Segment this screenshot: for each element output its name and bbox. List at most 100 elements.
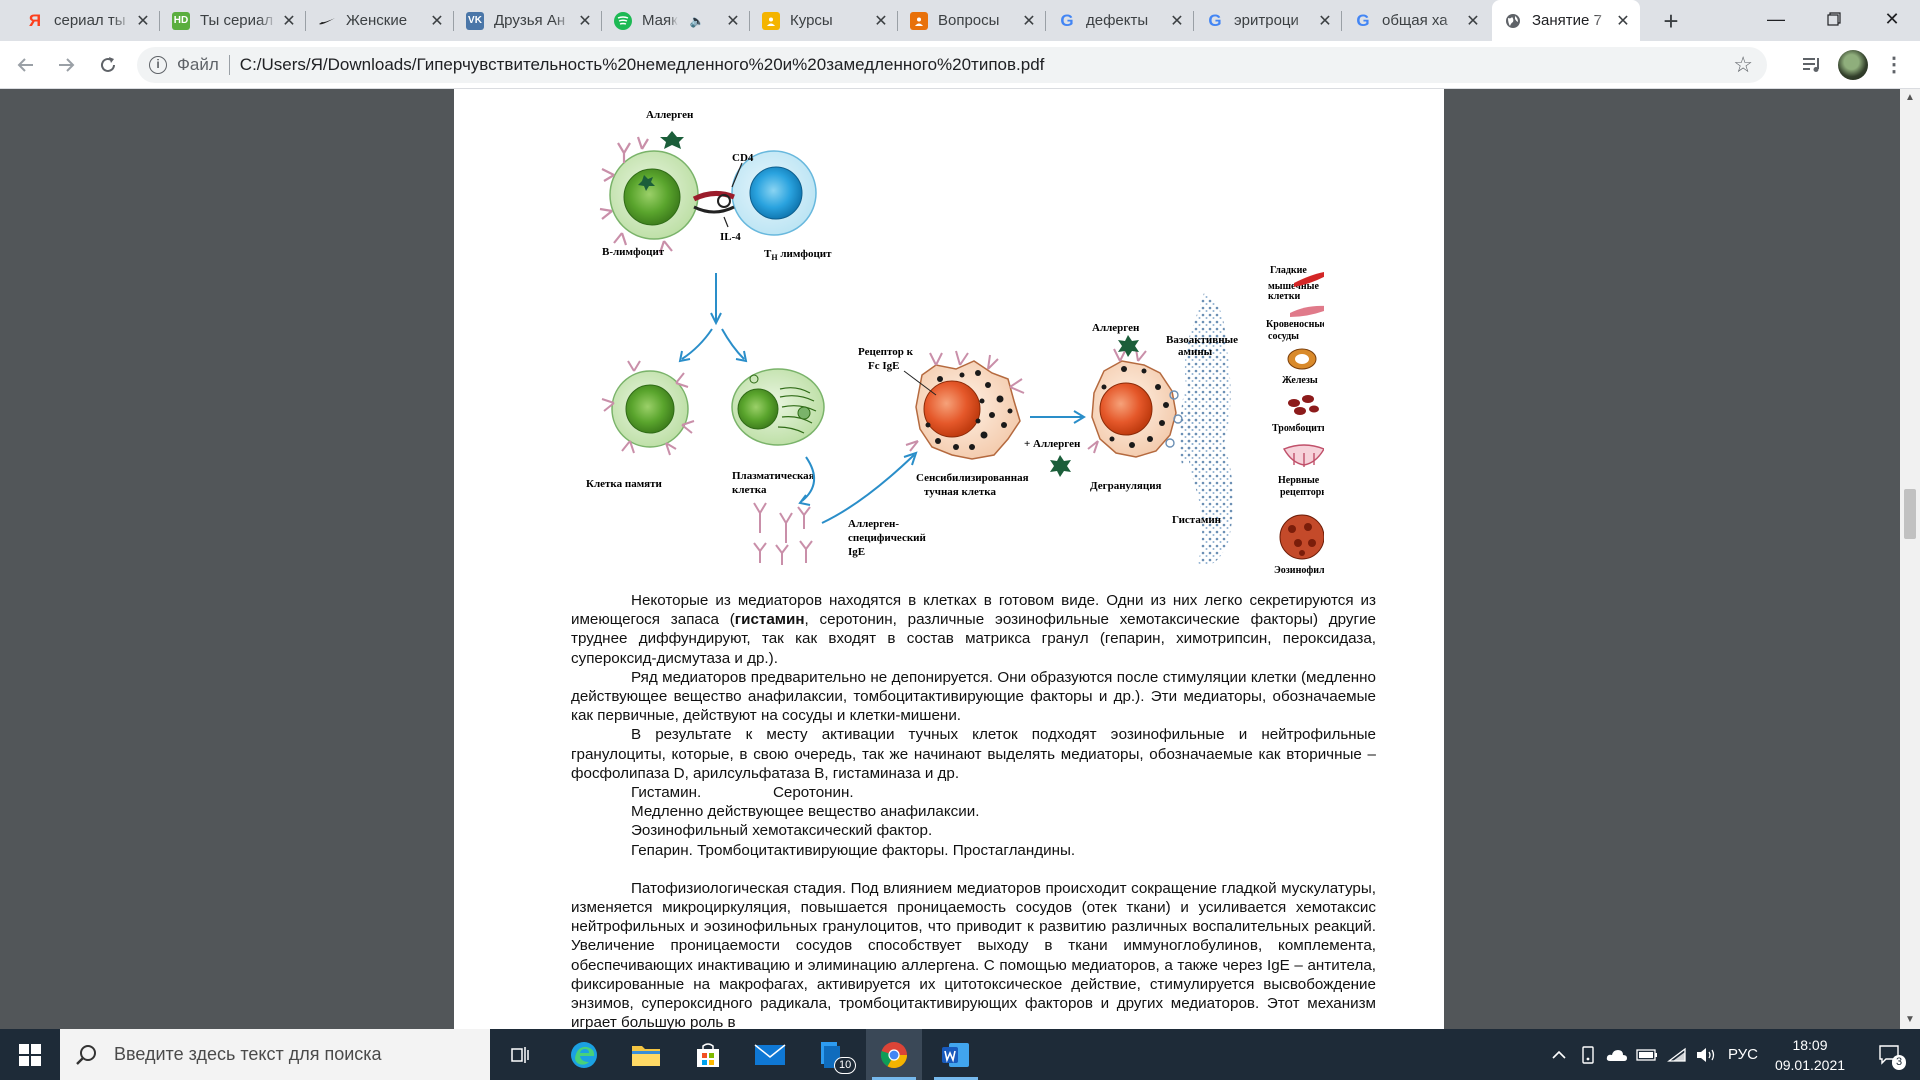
windows-logo-icon [19,1043,41,1066]
label-allergen-top: Аллерген [646,109,694,121]
restore-button[interactable] [1806,0,1862,41]
label-sensitized-1: Сенсибилизированная [916,472,1029,484]
file-explorer-button[interactable] [618,1029,674,1080]
list-item: Медленно действующее вещество анафилакси… [631,803,980,821]
tab-6[interactable]: Курсы ✕ [750,0,898,41]
label-vasoactive-2: амины [1178,346,1213,358]
battery-icon[interactable] [1634,1029,1660,1080]
tab-8[interactable]: G дефекты ✕ [1046,0,1194,41]
scroll-down-icon[interactable]: ▼ [1905,1014,1915,1025]
close-icon[interactable]: ✕ [874,12,888,30]
swoosh-icon [318,12,336,30]
bookmark-star-icon[interactable]: ☆ [1733,52,1753,77]
label-glands: Железы [1282,375,1318,386]
close-icon[interactable]: ✕ [136,12,150,30]
granule-cloud [1184,293,1234,566]
google-icon: G [1208,10,1222,30]
media-control-icon[interactable] [1796,49,1828,81]
notification-icon [1879,1044,1899,1065]
tab-active[interactable]: Занятие 7 ✕ [1492,0,1640,41]
clock-time: 18:09 [1792,1037,1828,1053]
paragraph-2: Ряд медиаторов предварительно не депонир… [571,668,1376,725]
language-indicator[interactable]: РУС [1727,1046,1759,1063]
close-icon[interactable]: ✕ [282,12,296,30]
close-icon[interactable]: ✕ [726,12,740,30]
close-window-button[interactable]: ✕ [1884,9,1900,29]
forward-button[interactable] [50,49,82,81]
label-nerves-2: рецепторы [1280,487,1324,498]
chrome-button[interactable] [866,1029,922,1080]
minimize-button[interactable]: — [1767,9,1785,29]
immune-response-diagram: Аллерген CD4 IL-4 В-лимфоцит TH лимфоцит [586,109,1324,576]
label-platelets: Тромбоциты [1272,423,1324,434]
label-receptor-1: Рецептор к [858,346,914,358]
store-button[interactable] [680,1029,736,1080]
list-item: Гепарин. Тромбоцитактивирующие факторы. … [631,841,1076,859]
label-degranulation: Дегрануляция [1090,480,1162,492]
close-icon[interactable]: ✕ [1318,12,1332,30]
word-icon [942,1042,969,1067]
paragraph-1: Некоторые из медиаторов находятся в клет… [571,592,1377,667]
tab-9[interactable]: G эритроци ✕ [1194,0,1342,41]
tab-5[interactable]: Маяк 🔈 ✕ [602,0,750,41]
edge-button[interactable] [556,1029,612,1080]
close-icon[interactable]: ✕ [1022,12,1036,30]
task-view-button[interactable] [492,1029,548,1080]
volume-icon[interactable] [1692,1029,1720,1080]
paragraph-3: В результате к месту активации тучных кл… [571,726,1376,782]
vertical-scrollbar[interactable]: ▲ ▼ [1900,89,1920,1029]
tab-title: Женские [346,12,408,29]
tab-7[interactable]: Вопросы ✕ [898,0,1046,41]
windows-taskbar: Введите здесь текст для поиска 10 РУ [0,1029,1920,1080]
tab-4[interactable]: VK Друзья Ан ✕ [454,0,602,41]
taskbar-search[interactable]: Введите здесь текст для поиска [60,1029,490,1080]
close-icon[interactable]: ✕ [578,12,592,30]
address-bar[interactable]: i Файл C:/Users/Я/Downloads/Гиперчувстви… [137,47,1767,83]
start-button[interactable] [0,1029,60,1080]
scroll-thumb[interactable] [1904,489,1916,539]
profile-avatar[interactable] [1838,50,1868,80]
tab-3[interactable]: Женские ✕ [306,0,454,41]
mail-button[interactable] [742,1029,798,1080]
label-b-lymphocyte: В-лимфоцит [602,246,665,258]
plasma-cell [731,368,825,446]
tab-2[interactable]: HD Ты сериал ✕ [160,0,306,41]
notifications-button[interactable]: 3 [1866,1029,1914,1080]
tab-title: Вопросы [938,12,1000,29]
info-icon[interactable]: i [149,56,167,74]
tab-strip: Я сериал ты ✕ HD Ты сериал ✕ Женские ✕ V… [0,0,1920,41]
clock[interactable]: 18:09 09.01.2021 [1760,1035,1860,1075]
new-tab-button[interactable]: + [1663,6,1679,36]
tab-10[interactable]: G общая ха ✕ [1342,0,1490,41]
scroll-up-icon[interactable]: ▲ [1905,92,1915,103]
reload-button[interactable] [92,49,124,81]
sticky-notes-button[interactable]: 10 [804,1029,860,1080]
sensitized-mast-cell [905,350,1025,460]
label-il4: IL-4 [720,231,741,243]
close-icon[interactable]: ✕ [430,12,444,30]
url-text[interactable]: C:/Users/Я/Downloads/Гиперчувствительнос… [239,55,1045,74]
forms-icon [910,11,928,30]
device-icon[interactable] [1576,1029,1600,1080]
close-icon[interactable]: ✕ [1466,12,1480,30]
search-placeholder: Введите здесь текст для поиска [114,1044,382,1064]
label-plasma-cell-2: клетка [732,484,767,496]
classroom-icon [762,11,780,30]
back-button[interactable] [10,49,42,81]
close-icon[interactable]: ✕ [1170,12,1184,30]
degranulating-mast-cell [1087,348,1183,458]
label-ige-3: IgE [848,546,865,558]
store-icon [697,1042,719,1067]
speaker-icon[interactable]: 🔈 [689,13,705,28]
word-button[interactable] [928,1029,984,1080]
wifi-icon[interactable] [1664,1029,1690,1080]
globe-icon [1504,12,1522,30]
nerve-receptor-icon [1282,444,1324,467]
tab-1[interactable]: Я сериал ты ✕ [14,0,160,41]
onedrive-icon[interactable] [1604,1029,1630,1080]
mail-icon [754,1043,786,1065]
chevron-up-icon[interactable] [1546,1029,1572,1080]
chrome-icon [880,1041,908,1068]
close-icon[interactable]: ✕ [1616,12,1630,30]
menu-icon[interactable]: ⋮ [1884,54,1904,76]
